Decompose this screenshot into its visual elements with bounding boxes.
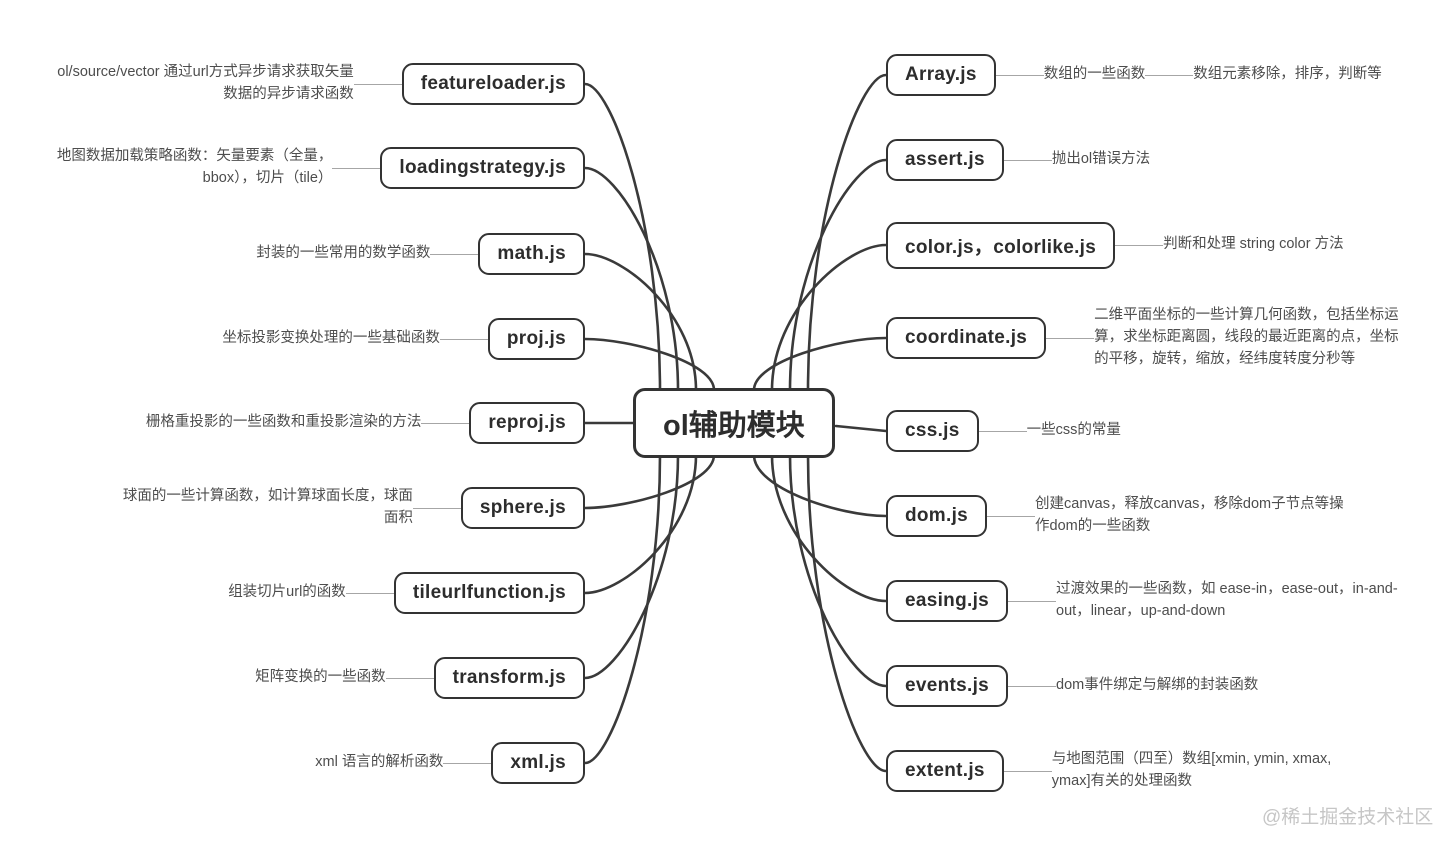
branch-transform: 矩阵变换的一些函数 transform.js: [40, 633, 585, 723]
node-math-js[interactable]: math.js: [478, 233, 585, 275]
branch-events: events.js dom事件绑定与解绑的封装函数: [886, 641, 1446, 731]
connector-line: [353, 83, 402, 85]
node-sphere-js[interactable]: sphere.js: [460, 487, 585, 529]
branch-reproj: 栅格重投影的一些函数和重投影渲染的方法 reproj.js: [40, 378, 585, 468]
node-description: 栅格重投影的一些函数和重投影渲染的方法: [145, 414, 422, 431]
node-tileurlfunction-js[interactable]: tileurlfunction.js: [393, 572, 585, 614]
connector-line: [1008, 685, 1057, 687]
connector-line: [421, 422, 470, 424]
node-description: 一些css的常量: [1026, 422, 1121, 439]
node-extent-js[interactable]: extent.js: [886, 750, 1004, 792]
branch-easing: easing.js 过渡效果的一些函数，如 ease-in，ease-out，i…: [886, 556, 1446, 646]
branch-xml: xml 语言的解析函数 xml.js: [40, 718, 585, 808]
branch-array: Array.js 数组的一些函数 数组元素移除，排序，判断等: [886, 30, 1446, 120]
node-events-js[interactable]: events.js: [886, 665, 1009, 707]
connector-line: [978, 430, 1027, 432]
branch-tileurlfunction: 组装切片url的函数 tileurlfunction.js: [40, 548, 585, 638]
node-description: 封装的一些常用的数学函数: [256, 245, 431, 262]
branch-color: color.js，colorlike.js 判断和处理 string color…: [886, 200, 1446, 290]
node-description: 球面的一些计算函数，如计算球面长度，球面面积: [122, 488, 413, 526]
connector-line: [385, 677, 434, 679]
node-proj-js[interactable]: proj.js: [487, 318, 585, 360]
center-node-ol-helper-module[interactable]: ol辅助模块: [633, 388, 835, 458]
node-description: dom事件绑定与解绑的封装函数: [1056, 677, 1259, 694]
branch-assert: assert.js 抛出ol错误方法: [886, 115, 1446, 205]
node-sub-description: 数组元素移除，排序，判断等: [1193, 66, 1382, 83]
connector-line: [332, 167, 381, 169]
node-description: 创建canvas，释放canvas，移除dom子节点等操作dom的一些函数: [1035, 496, 1344, 534]
branch-sphere: 球面的一些计算函数，如计算球面长度，球面面积 sphere.js: [40, 463, 585, 553]
node-description: 抛出ol错误方法: [1051, 151, 1151, 168]
node-description: 组装切片url的函数: [228, 584, 346, 601]
node-transform-js[interactable]: transform.js: [433, 657, 585, 699]
node-description: 数组的一些函数: [1043, 66, 1146, 83]
node-description: 判断和处理 string color 方法: [1163, 236, 1344, 253]
node-description: ol/source/vector 通过url方式异步请求获取矢量数据的异步请求函…: [57, 64, 354, 102]
node-description: 与地图范围（四至）数组[xmin, ymin, xmax, ymax]有关的处理…: [1051, 751, 1332, 789]
branch-coordinate: coordinate.js 二维平面坐标的一些计算几何函数，包括坐标运算，求坐标…: [886, 293, 1446, 383]
connector-line: [1115, 244, 1164, 246]
branch-featureloader: ol/source/vector 通过url方式异步请求获取矢量数据的异步请求函…: [40, 39, 585, 129]
connector-line: [345, 592, 394, 594]
node-easing-js[interactable]: easing.js: [886, 580, 1009, 622]
node-description: xml 语言的解析函数: [315, 754, 444, 771]
node-array-js[interactable]: Array.js: [886, 54, 996, 96]
branch-dom: dom.js 创建canvas，释放canvas，移除dom子节点等操作dom的…: [886, 471, 1446, 561]
node-css-js[interactable]: css.js: [886, 410, 979, 452]
node-featureloader-js[interactable]: featureloader.js: [401, 63, 585, 105]
node-xml-js[interactable]: xml.js: [491, 742, 585, 784]
node-color-colorlike-js[interactable]: color.js，colorlike.js: [886, 221, 1116, 269]
connector-line: [443, 762, 492, 764]
node-description: 矩阵变换的一些函数: [255, 669, 386, 686]
node-loadingstrategy-js[interactable]: loadingstrategy.js: [380, 147, 585, 189]
node-description: 二维平面坐标的一些计算几何函数，包括坐标运算，求坐标距离圆，线段的最近距离的点，…: [1094, 307, 1399, 367]
branch-math: 封装的一些常用的数学函数 math.js: [40, 209, 585, 299]
node-description: 过渡效果的一些函数，如 ease-in，ease-out，in-and-out，…: [1056, 581, 1398, 619]
connector-line: [987, 515, 1036, 517]
branch-css: css.js 一些css的常量: [886, 386, 1446, 476]
connector-line: [995, 74, 1044, 76]
node-description: 地图数据加载策略函数：矢量要素（全量，bbox），切片（tile）: [56, 148, 333, 186]
connector-line: [1046, 337, 1095, 339]
connector-line: [1003, 770, 1052, 772]
node-reproj-js[interactable]: reproj.js: [469, 402, 585, 444]
node-description: 坐标投影变换处理的一些基础函数: [222, 330, 440, 347]
node-assert-js[interactable]: assert.js: [886, 139, 1004, 181]
node-dom-js[interactable]: dom.js: [886, 495, 988, 537]
connector-line: [439, 338, 488, 340]
connector-line: [1145, 74, 1194, 76]
connector-line: [1003, 159, 1052, 161]
node-coordinate-js[interactable]: coordinate.js: [886, 317, 1047, 359]
branch-loadingstrategy: 地图数据加载策略函数：矢量要素（全量，bbox），切片（tile） loadin…: [40, 123, 585, 213]
connector-line: [1008, 600, 1057, 602]
watermark: @稀土掘金技术社区: [1262, 807, 1434, 828]
connector-line: [412, 507, 461, 509]
connector-line: [430, 253, 479, 255]
branch-extent: extent.js 与地图范围（四至）数组[xmin, ymin, xmax, …: [886, 726, 1446, 816]
branch-proj: 坐标投影变换处理的一些基础函数 proj.js: [40, 294, 585, 384]
